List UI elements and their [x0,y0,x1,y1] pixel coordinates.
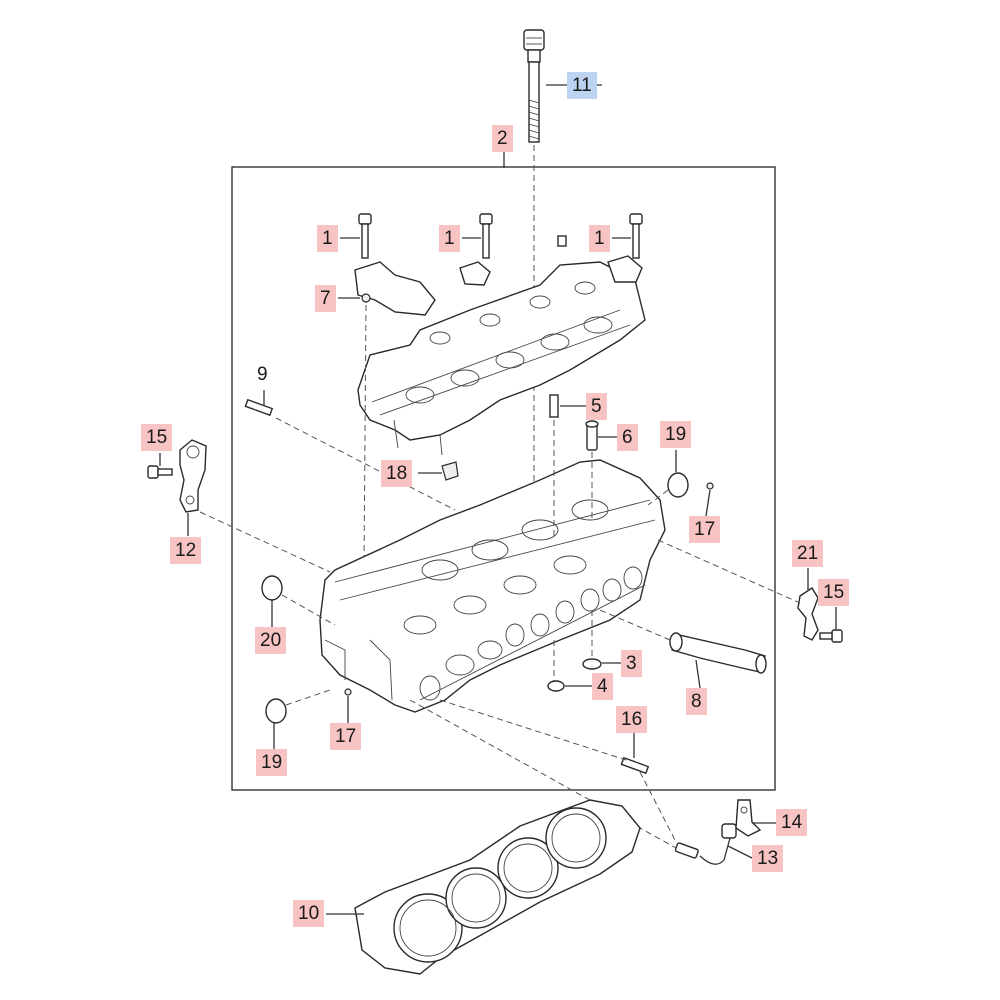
callout-15-left[interactable]: 15 [141,424,173,451]
callout-9[interactable]: 9 [257,364,268,385]
camshaft-carrier [354,255,646,456]
callout-1-middle[interactable]: 1 [439,225,460,252]
callout-18[interactable]: 18 [381,460,413,487]
lifting-bracket-left [179,439,207,513]
leader-lines [159,84,837,915]
pin-17-right [706,482,714,490]
bracket-14 [735,799,762,837]
callout-8[interactable]: 8 [686,688,707,715]
callout-6[interactable]: 6 [617,424,638,451]
plug-19-upper [667,472,689,498]
callout-16[interactable]: 16 [616,706,648,733]
head-gasket [354,799,641,975]
part-18 [441,461,459,481]
callout-10[interactable]: 10 [293,900,325,927]
callout-7[interactable]: 7 [315,285,336,312]
callout-2[interactable]: 2 [492,125,513,152]
callout-21[interactable]: 21 [792,540,824,567]
dowel-pin [361,293,371,303]
callout-1-right[interactable]: 1 [589,225,610,252]
callout-15-right[interactable]: 15 [818,579,850,606]
bolt-15-right [819,629,843,643]
callout-17-lower[interactable]: 17 [330,723,362,750]
bolt-1-left [358,213,372,259]
part-8-tube [669,632,767,674]
callout-19-lower[interactable]: 19 [256,749,288,776]
lifting-bracket-right [797,587,819,641]
stud-16 [620,756,650,775]
callout-19-upper[interactable]: 19 [660,421,692,448]
callout-3[interactable]: 3 [621,650,642,677]
part-9-stud [244,398,274,417]
callout-20[interactable]: 20 [255,627,287,654]
pin-17-lower [344,688,352,696]
part-3-seal [582,658,602,670]
callout-11[interactable]: 11 [567,72,597,99]
callout-4[interactable]: 4 [592,673,613,700]
bolt-15-left [147,465,173,479]
callout-14[interactable]: 14 [776,809,808,836]
callout-1-left[interactable]: 1 [317,225,338,252]
plug-20 [261,575,283,601]
callout-12[interactable]: 12 [170,537,202,564]
part-6 [585,420,599,451]
cylinder-head [319,459,666,713]
callout-5[interactable]: 5 [586,393,607,420]
bolt-1-right [629,213,643,259]
sensor-13 [674,823,737,865]
bolt-1-middle [479,213,493,259]
callout-13[interactable]: 13 [752,845,784,872]
head-bolt [523,29,545,143]
small-plug [557,235,567,247]
plug-19-lower [265,698,287,724]
part-4-seal [547,680,565,692]
part-5 [549,394,559,418]
callout-17-right[interactable]: 17 [689,516,721,543]
